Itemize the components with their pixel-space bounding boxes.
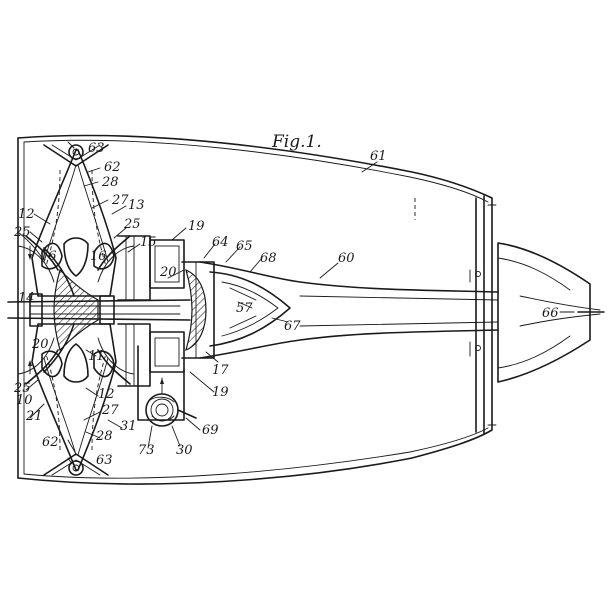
ref-60: 60 — [338, 251, 355, 266]
ref-28-top: 28 — [101, 175, 119, 190]
ref-62-bot: 62 — [42, 435, 59, 450]
ref-25-tl: 25 — [13, 225, 31, 240]
figure-title: Fig.1. — [271, 132, 322, 152]
upper-chamber — [117, 235, 185, 301]
ref-28-bot: 28 — [95, 429, 113, 444]
exhaust-nozzle — [497, 242, 605, 383]
ref-25-bl: 25 — [13, 381, 31, 396]
outer-casing — [17, 134, 497, 485]
ref-63-top: 63 — [88, 141, 105, 156]
ref-20-r: 20 — [159, 265, 177, 280]
ref-25-tr: 25 — [123, 217, 141, 232]
leader-lines — [25, 141, 575, 465]
lower-rotor — [17, 323, 135, 471]
main-shaft — [7, 293, 191, 327]
ref-14: 14 — [18, 291, 35, 306]
ref-65: 65 — [236, 239, 253, 254]
flow-arrows — [28, 245, 32, 375]
ref-63-bot: 63 — [96, 453, 113, 468]
ref-62-top: 62 — [104, 160, 121, 175]
tail-cone — [209, 271, 291, 347]
reference-labels: 60 61 63 62 28 27 13 12 25 25 19 15 16 1… — [13, 141, 559, 468]
ref-69: 69 — [202, 423, 219, 438]
ref-21: 21 — [25, 409, 43, 424]
fuel-pump — [145, 377, 197, 427]
ref-61: 61 — [370, 149, 387, 164]
ref-30: 30 — [176, 443, 193, 458]
ref-10: 10 — [16, 393, 33, 408]
ref-19-top: 19 — [188, 219, 205, 234]
lower-chamber — [117, 323, 185, 421]
ref-17: 17 — [212, 363, 229, 378]
ref-73: 73 — [138, 443, 155, 458]
ref-27-top: 27 — [111, 193, 129, 208]
ref-27-bot: 27 — [101, 403, 119, 418]
ref-16-r: 16 — [90, 249, 107, 264]
ref-13: 13 — [128, 198, 145, 213]
ref-68: 68 — [260, 251, 277, 266]
top-bracket — [43, 144, 109, 167]
ref-12-bot: 12 — [98, 387, 115, 402]
ref-15: 15 — [140, 235, 157, 250]
ref-67: 67 — [284, 319, 301, 334]
turbine-disk — [181, 261, 215, 359]
tail-pipe — [199, 198, 499, 359]
upper-rotor — [17, 149, 135, 297]
ref-31: 31 — [120, 419, 137, 434]
ref-12-top: 12 — [18, 207, 35, 222]
ref-16-l: 16 — [40, 249, 57, 264]
ref-19-bot: 19 — [212, 385, 229, 400]
ref-11: 11 — [88, 349, 105, 364]
ref-66: 66 — [542, 306, 559, 321]
ref-64: 64 — [212, 235, 229, 250]
ref-57: 57 — [236, 301, 253, 316]
ref-20-l: 20 — [31, 337, 49, 352]
